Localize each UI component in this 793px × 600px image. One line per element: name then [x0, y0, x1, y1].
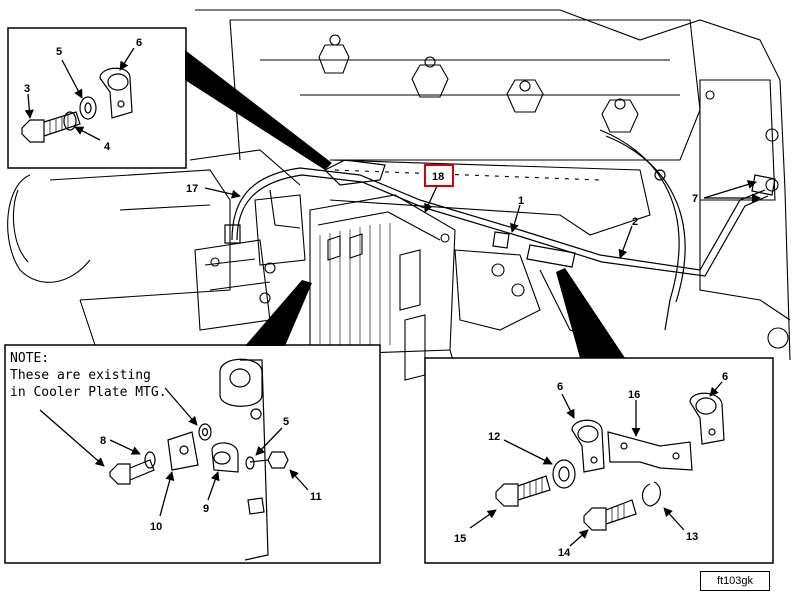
figure-id-label: ft103gk	[700, 571, 770, 591]
callout-6-right: 6	[722, 371, 728, 383]
callout-11: 11	[310, 491, 322, 503]
callout-4: 4	[104, 141, 111, 153]
note-line-2: in Cooler Plate MTG.	[10, 385, 167, 400]
note-heading: NOTE:	[10, 351, 50, 366]
callout-9: 9	[203, 503, 209, 515]
inset-leader-wedge	[245, 280, 312, 346]
injector-bracket-row	[318, 34, 639, 133]
callout-1: 1	[518, 195, 524, 207]
callout-6-left: 6	[557, 381, 563, 393]
callout-16: 16	[628, 389, 640, 401]
note-text: NOTE: These are existing in Cooler Plate…	[10, 350, 167, 401]
note-line-1: These are existing	[10, 368, 151, 383]
inset-top-left: 3 5 4 6	[7, 27, 332, 170]
callout-14: 14	[558, 547, 571, 559]
callout-18-highlight-box	[424, 164, 454, 187]
callout-3: 3	[24, 83, 30, 95]
inset-bottom-right: 6 16 6 12 15 14 13	[424, 268, 774, 564]
ecm-module	[309, 194, 456, 381]
main-callout-leaders	[204, 180, 761, 259]
callout-2: 2	[632, 216, 638, 228]
inset-leader-wedge	[556, 268, 625, 358]
fuel-line-assembly	[224, 129, 776, 331]
callout-6-top: 6	[136, 37, 142, 49]
callout-17: 17	[186, 183, 198, 195]
callout-7: 7	[692, 193, 698, 205]
inset-leader-wedge	[185, 50, 332, 170]
callout-15: 15	[454, 533, 466, 545]
callout-13: 13	[686, 531, 698, 543]
callout-5-bottom: 5	[283, 416, 289, 428]
callout-5-top: 5	[56, 46, 62, 58]
callout-10: 10	[150, 521, 162, 533]
callout-18: 18	[432, 171, 444, 183]
inset-bottom-left: 8 10 9 5 11	[4, 280, 381, 564]
callout-12: 12	[488, 431, 500, 443]
callout-8: 8	[100, 435, 106, 447]
